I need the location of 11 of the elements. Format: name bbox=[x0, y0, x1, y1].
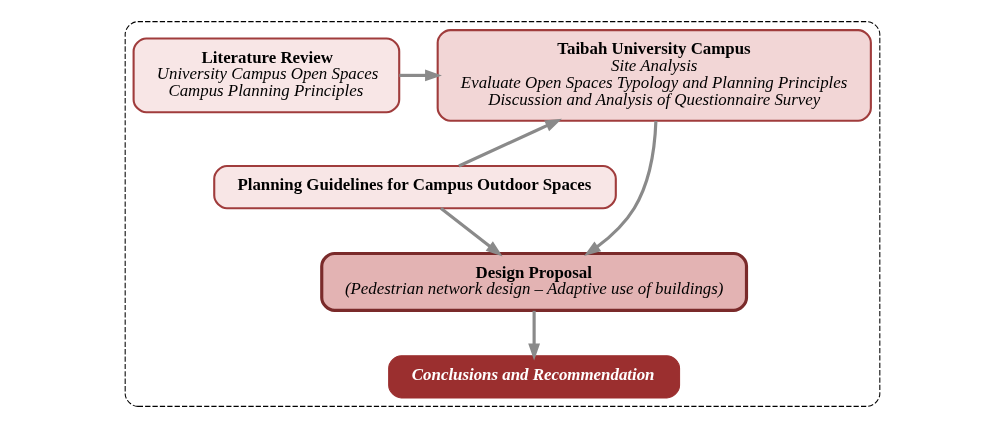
arrow bbox=[583, 120, 657, 256]
arrow bbox=[457, 118, 562, 167]
node-box: Literature Review University Campus Open Spaces Campus Planning Principles bbox=[132, 36, 400, 113]
arrow bbox=[398, 69, 442, 81]
node-box: Planning Guidelines for Campus Outdoor Spaces bbox=[212, 164, 617, 209]
arrow bbox=[439, 206, 503, 256]
cluster bbox=[124, 20, 880, 407]
arrow bbox=[527, 310, 540, 360]
node-box: Design Proposal (Pedestrian network design – Adaptive use of buildings) bbox=[319, 251, 748, 312]
node-box: Taibah University Campus Site Analysis Evaluate Open Spaces Typology and Planning Principles Discussion and Analysis of Questionnaire Survey bbox=[436, 28, 872, 122]
node-box: Conclusions and Recommendation bbox=[387, 354, 680, 398]
